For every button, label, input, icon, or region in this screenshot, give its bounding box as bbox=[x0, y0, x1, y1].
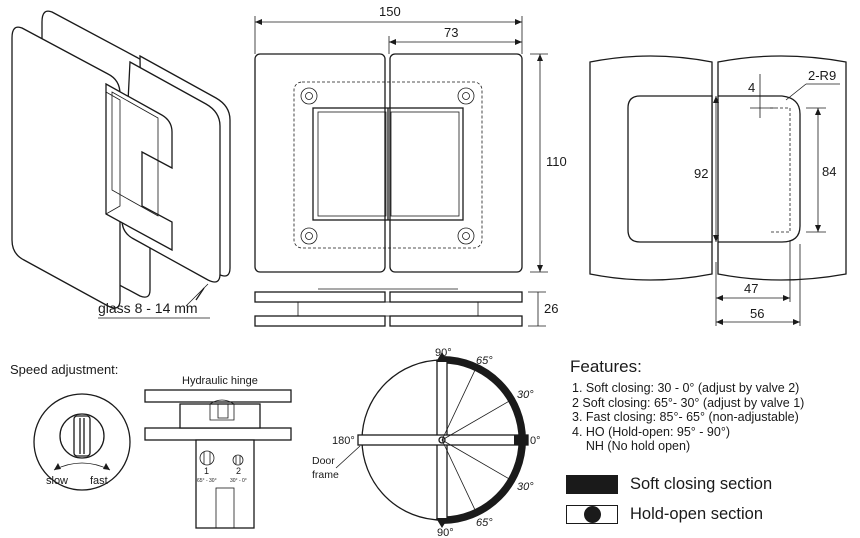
dim-height: 110 bbox=[546, 154, 567, 169]
valve1-label: 1 bbox=[204, 466, 209, 476]
speed-adjustment-detail: slow fast Hydraulic hinge 1 2 65° - 30° … bbox=[33, 375, 292, 529]
dim-radius: 2-R9 bbox=[808, 68, 836, 83]
dim-half-width: 73 bbox=[444, 25, 458, 40]
dim-width: 150 bbox=[379, 4, 401, 19]
hold-open-label: Hold-open section bbox=[630, 505, 763, 523]
angle-180: 180° bbox=[332, 435, 355, 447]
closing-angle-diagram: 90° 65° 30° 0° 180° 30° 65° 90° Door fra… bbox=[312, 347, 541, 538]
angle-90-top: 90° bbox=[435, 347, 452, 359]
hinge-3d-view: glass 8 - 14 mm bbox=[11, 10, 231, 319]
hydraulic-hinge-label: Hydraulic hinge bbox=[182, 375, 258, 387]
hold-open-swatch bbox=[566, 505, 618, 524]
valve2-range: 30° - 0° bbox=[230, 478, 247, 484]
dim-cut-height: 92 bbox=[694, 166, 708, 181]
slow-label: slow bbox=[46, 475, 68, 487]
valve2-label: 2 bbox=[236, 466, 241, 476]
soft-closing-label: Soft closing section bbox=[630, 475, 773, 493]
feature-item: 4. HO (Hold-open: 95° - 90°) bbox=[572, 424, 730, 439]
feature-item: 3. Fast closing: 85°- 65° (non-adjustabl… bbox=[572, 410, 799, 424]
angle-65-top: 65° bbox=[476, 355, 493, 367]
valve1-range: 65° - 30° bbox=[197, 478, 217, 484]
hold-open-dot-icon bbox=[583, 506, 601, 523]
soft-closing-swatch bbox=[566, 475, 618, 494]
angle-30-top: 30° bbox=[517, 389, 534, 401]
angle-65-bottom: 65° bbox=[476, 517, 493, 529]
legend-soft-closing: Soft closing section bbox=[566, 475, 772, 494]
legend-hold-open: Hold-open section bbox=[566, 505, 763, 524]
door-frame-label-1: Door bbox=[312, 455, 335, 467]
dim-cut-depth: 47 bbox=[744, 281, 758, 296]
dim-cut-depth-total: 56 bbox=[750, 306, 764, 321]
speed-adjustment-title: Speed adjustment: bbox=[10, 362, 119, 377]
features-title: Features: bbox=[570, 357, 642, 376]
angle-30-bottom: 30° bbox=[517, 481, 534, 493]
features-list: 1. Soft closing: 30 - 0° (adjust by valv… bbox=[572, 381, 804, 454]
angle-0: 0° bbox=[530, 435, 541, 447]
feature-item: 2 Soft closing: 65°- 30° (adjust by valv… bbox=[572, 395, 805, 410]
glass-thickness-label: glass 8 - 14 mm bbox=[98, 300, 198, 316]
dim-cut-height-inner: 84 bbox=[822, 164, 836, 179]
dim-cut-offset: 4 bbox=[748, 80, 755, 95]
dim-thickness: 26 bbox=[544, 301, 558, 316]
glass-cutout-view: 4 2-R9 92 84 47 56 bbox=[589, 55, 847, 326]
feature-item: NH (No hold open) bbox=[572, 439, 691, 453]
angle-90-bottom: 90° bbox=[437, 527, 454, 538]
feature-item: 1. Soft closing: 30 - 0° (adjust by valv… bbox=[572, 381, 800, 395]
fast-label: fast bbox=[90, 475, 108, 487]
hinge-front-view: 150 73 110 bbox=[254, 4, 567, 327]
door-frame-label-2: frame bbox=[312, 469, 339, 481]
